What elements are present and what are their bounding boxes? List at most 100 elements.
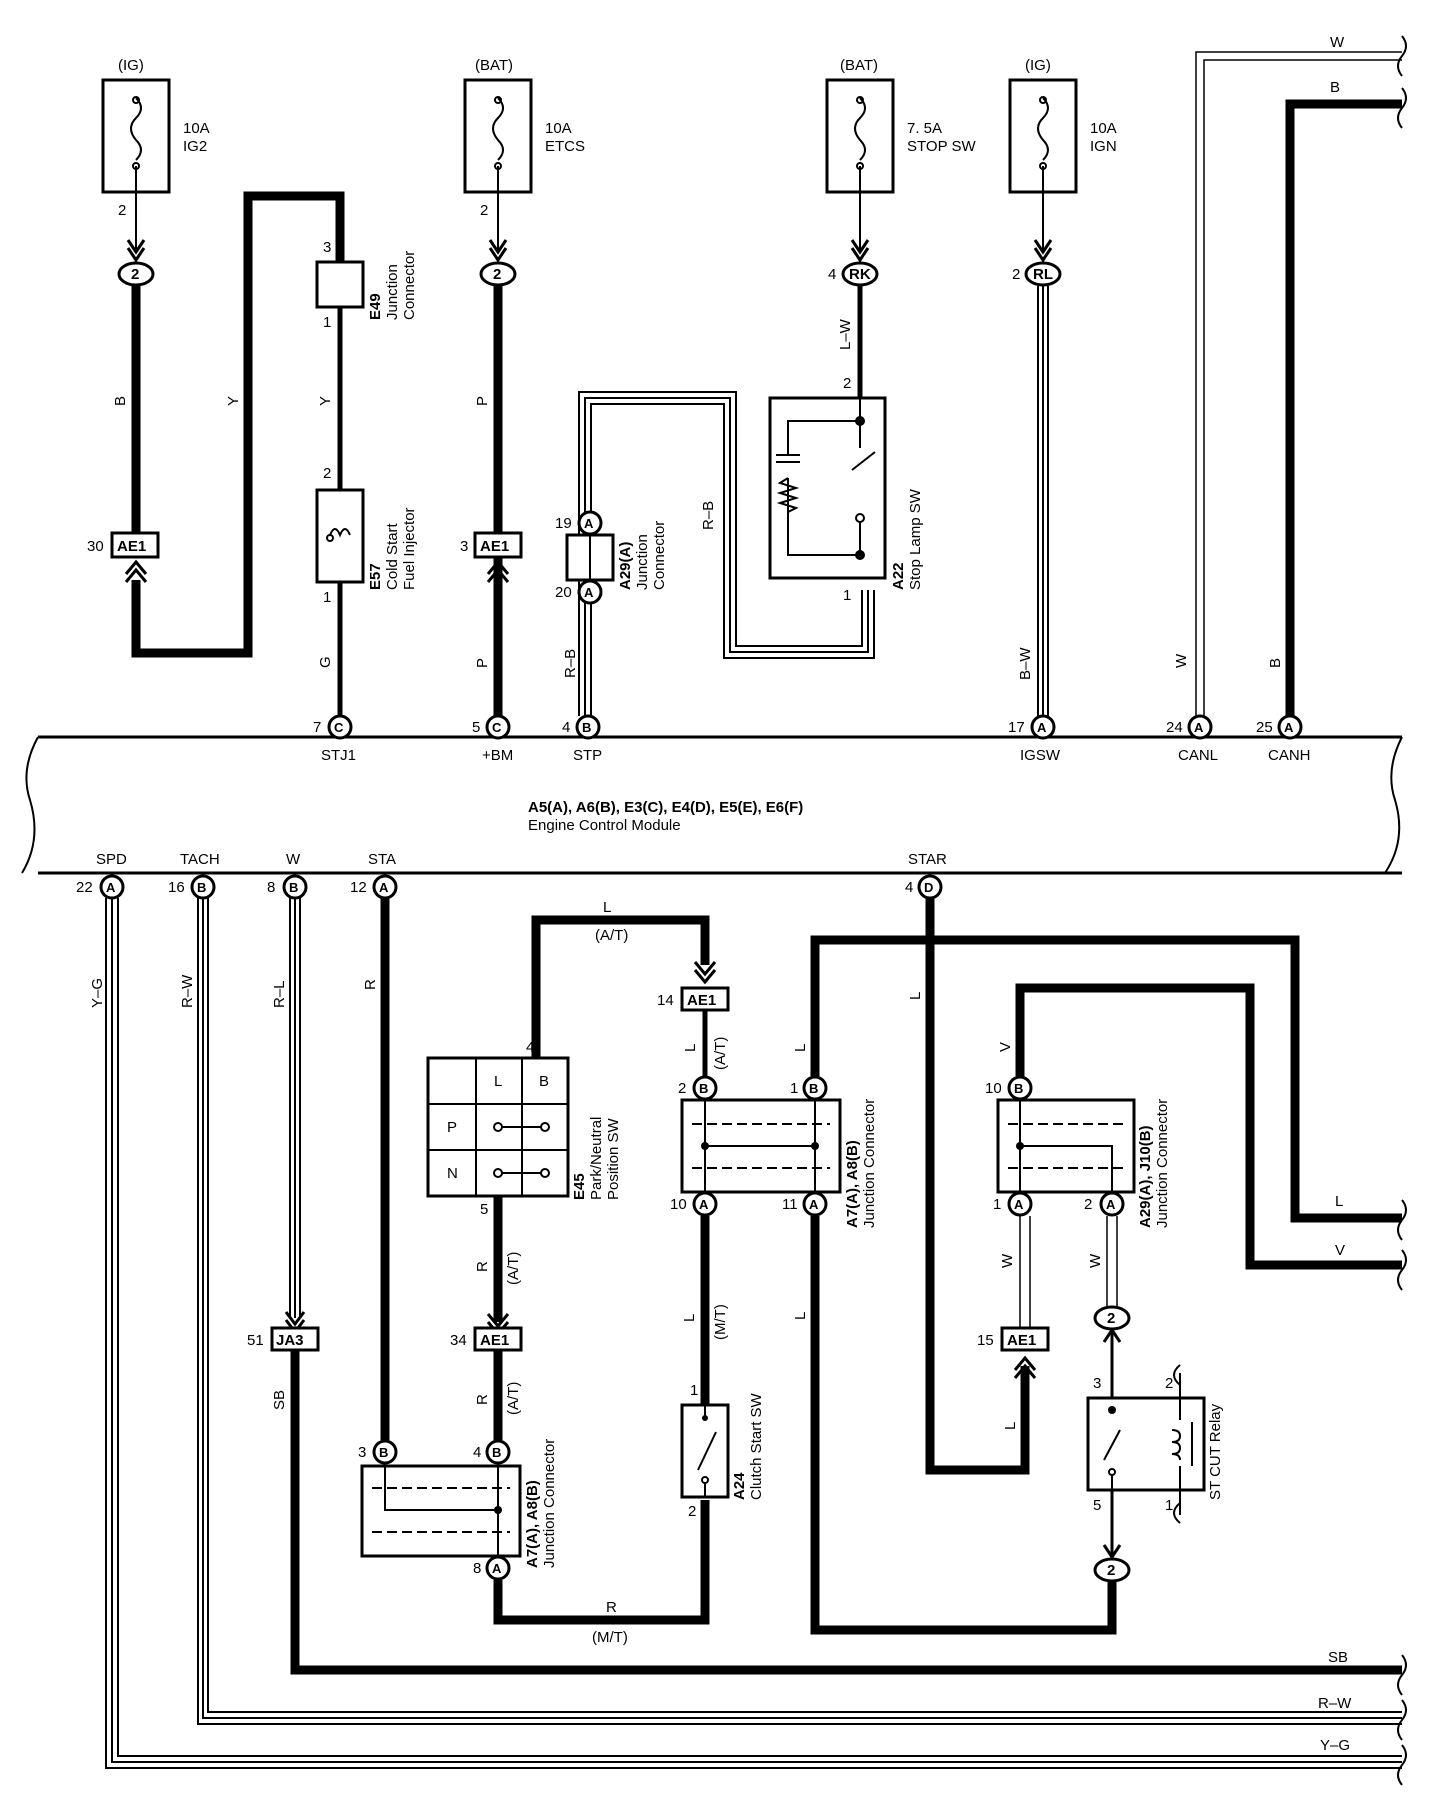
fuse-source: (IG)	[1025, 57, 1051, 74]
pin-number: 1	[1165, 1497, 1173, 1514]
pin-name: STJ1	[321, 747, 356, 764]
pin-number: 5	[1093, 1497, 1101, 1514]
wire-label: R–B	[700, 501, 717, 530]
wire-label: L	[603, 899, 611, 916]
pin-number: 2	[1165, 1375, 1173, 1392]
pin-number: 4	[828, 266, 836, 283]
pin-number: 17	[1008, 719, 1025, 736]
pin-number: 3	[460, 538, 468, 555]
component-a24: 1 2 A24 Clutch Start SW	[680, 1382, 765, 1520]
fuse-source: (IG)	[118, 57, 144, 74]
pin-number: 20	[555, 584, 572, 601]
pin-letter: A	[1037, 720, 1047, 735]
pin-number: 3	[323, 239, 331, 256]
pin-number: 7	[313, 719, 321, 736]
component-desc: Junction	[634, 534, 651, 590]
component-a29: A29(A) Junction Connector	[617, 521, 668, 590]
wire-label: B	[1330, 79, 1340, 96]
pin-number: 11	[782, 1196, 798, 1213]
svg-text:A: A	[809, 1197, 819, 1212]
component-a7-bottom: B B 3 4 A 8 A7(A), A8(B) Junction Connec…	[358, 1439, 558, 1581]
inline-connectors: 2 2 RK 4 RL 2	[117, 261, 1062, 287]
pin-number: 4	[526, 1039, 534, 1056]
connector-label: AE1	[117, 538, 146, 555]
component-e49: E49 Junction Connector	[367, 251, 418, 320]
component-desc: Position SW	[605, 1117, 622, 1200]
wire-label: R	[474, 1261, 491, 1272]
component-code: E45	[571, 1173, 588, 1200]
pin-number: 3	[1093, 1375, 1101, 1392]
wire-label: P	[474, 658, 491, 668]
wire-label: Y–G	[89, 978, 106, 1008]
pin-number: 2	[678, 1080, 686, 1097]
pin-name: W	[286, 851, 301, 868]
component-code: A29(A)	[617, 542, 634, 590]
fuse-amp: 10A	[1090, 120, 1117, 137]
connector-label: AE1	[1007, 1332, 1036, 1349]
wire-label: L	[1335, 1193, 1343, 1210]
wire-label: R–W	[1318, 1695, 1352, 1712]
switch-row-label: P	[447, 1119, 457, 1136]
wire-ig2-b	[131, 191, 345, 658]
component-desc: Connector	[401, 251, 418, 320]
wire-label: B	[112, 396, 129, 406]
pin-number: 1	[843, 587, 851, 604]
fuse-amp: 10A	[545, 120, 572, 137]
wire-label: R	[362, 979, 379, 990]
pin-number: 14	[657, 992, 674, 1009]
pin-number: 24	[1166, 719, 1183, 736]
pin-letter: B	[197, 880, 206, 895]
connector-label: AE1	[480, 538, 509, 555]
component-desc: Junction Connector	[541, 1439, 558, 1568]
fuse-stop: (BAT) 7. 5A STOP SW	[825, 57, 976, 194]
pin-number: 19	[555, 515, 572, 532]
pin-name: STP	[573, 747, 602, 764]
switch-col-label: L	[494, 1073, 502, 1090]
pin-number: 1	[323, 589, 331, 606]
pin-number: 30	[87, 538, 104, 555]
inline-connector-label: 2	[1107, 1310, 1115, 1327]
fuse-etcs: (BAT) 10A ETCS 2	[463, 57, 585, 219]
pin-number: 12	[350, 879, 367, 896]
svg-text:B: B	[1014, 1081, 1023, 1096]
pin-number: 15	[977, 1332, 994, 1349]
pin-number: 10	[985, 1080, 1002, 1097]
fuse-leads	[126, 166, 1053, 263]
svg-text:A: A	[1014, 1197, 1024, 1212]
component-desc: Fuel Injector	[401, 507, 418, 590]
svg-text:B: B	[699, 1081, 708, 1096]
fuse-source: (BAT)	[475, 57, 513, 74]
inline-connector-label: 2	[1107, 1562, 1115, 1579]
component-desc: Park/Neutral	[588, 1117, 605, 1200]
svg-text:A: A	[1106, 1197, 1116, 1212]
svg-text:B: B	[809, 1081, 818, 1096]
component-desc: Junction Connector	[861, 1099, 878, 1228]
pin-letter: C	[334, 720, 344, 735]
pin-number: 22	[76, 879, 93, 896]
pin-name: CANH	[1268, 747, 1311, 764]
wire-label: R	[474, 1394, 491, 1405]
wire-label: (M/T)	[712, 1304, 729, 1340]
svg-text:B: B	[379, 1445, 388, 1460]
pin-number: 8	[473, 1560, 481, 1577]
connector-label: AE1	[687, 992, 716, 1009]
pin-number: 2	[688, 1503, 696, 1520]
wire-label: R–B	[562, 649, 579, 678]
pin-number: 2	[843, 375, 851, 392]
component-a22: A22 Stop Lamp SW	[890, 488, 924, 590]
wire-label: L	[792, 1044, 809, 1052]
pin-name: CANL	[1178, 747, 1218, 764]
wire-label: R–W	[179, 974, 196, 1008]
svg-text:A: A	[584, 585, 594, 600]
pin-number: 4	[473, 1444, 481, 1461]
wire-label: R–L	[271, 980, 288, 1008]
wire-label: L–W	[837, 318, 854, 350]
wire-label: Y	[225, 396, 242, 406]
wire-label: V	[997, 1042, 1014, 1052]
pin-letter: A	[1284, 720, 1294, 735]
component-code: A22	[890, 562, 907, 590]
pin-letter: A	[106, 880, 116, 895]
component-desc: Connector	[651, 521, 668, 590]
wire-label: SB	[271, 1390, 288, 1410]
wire-label: L	[681, 1314, 698, 1322]
